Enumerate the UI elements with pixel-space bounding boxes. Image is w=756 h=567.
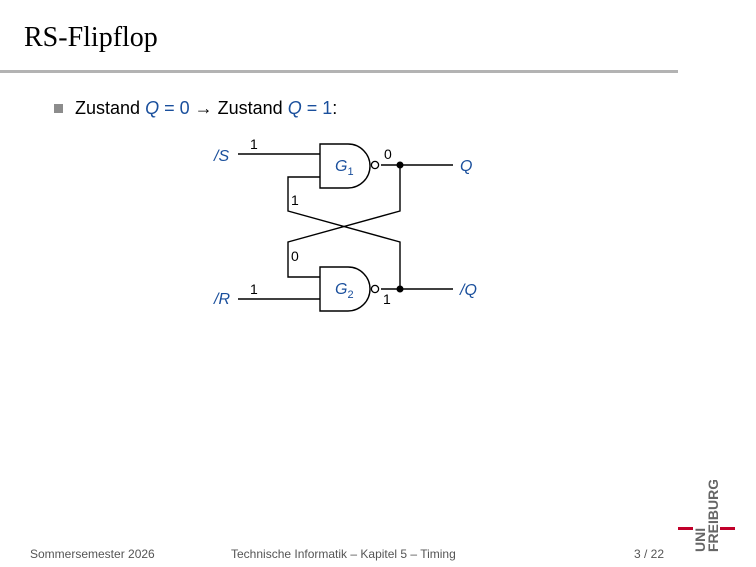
footer-course: Technische Informatik – Kapitel 5 – Timi… [231,547,456,561]
reset-input-label: /R [213,291,230,308]
qbar-output-label: /Q [459,282,477,299]
logo-text-freiburg: FREIBURG [705,480,721,552]
set-input-label: /S [213,148,229,165]
gate-g2-label: G2 [335,281,354,301]
g2-feedback-value: 0 [291,248,299,264]
logo-red-bar [678,527,693,530]
feedback-wire-q-to-g2 [287,165,401,278]
logo-red-bar-right [720,527,735,530]
footer-page-number: 3 / 22 [634,547,665,561]
title-divider [0,70,678,73]
g2-output-value: 1 [383,291,391,307]
bullet-q-var-2: Q [287,98,302,118]
inversion-bubble-g2 [370,284,380,294]
g1-feedback-value: 1 [291,192,299,208]
bullet-square-icon [54,104,63,113]
bullet-suffix: : [332,98,338,118]
uni-freiburg-logo: UNI FREIBURG [678,480,735,552]
bullet-q-var-1: Q [145,98,160,118]
bullet-q-value-1: = 0 [164,98,190,118]
set-input-value: 1 [250,136,258,152]
gate-g1-label: G1 [335,158,354,178]
footer-semester: Sommersemester 2026 [30,547,155,561]
q-output-label: Q [460,158,472,175]
junction-dot-q [396,161,404,169]
logo-text-uni: UNI [692,528,708,552]
g1-output-value: 0 [384,146,392,162]
bullet-item: Zustand Q = 0 → Zustand Q = 1 : [54,98,337,119]
nand-gate-g2 [319,266,371,312]
feedback-wire-qbar-to-g1 [287,176,401,289]
slide-title: RS-Flipflop [24,22,158,53]
bullet-middle: Zustand [217,98,283,118]
bullet-arrow: → [194,98,213,118]
reset-input-value: 1 [250,281,258,297]
junction-dot-qbar [396,285,404,293]
inversion-bubble-g1 [370,160,380,170]
nand-gate-g1 [319,143,371,189]
bullet-prefix: Zustand [75,98,141,118]
bullet-q-value-2: = 1 [306,98,333,118]
